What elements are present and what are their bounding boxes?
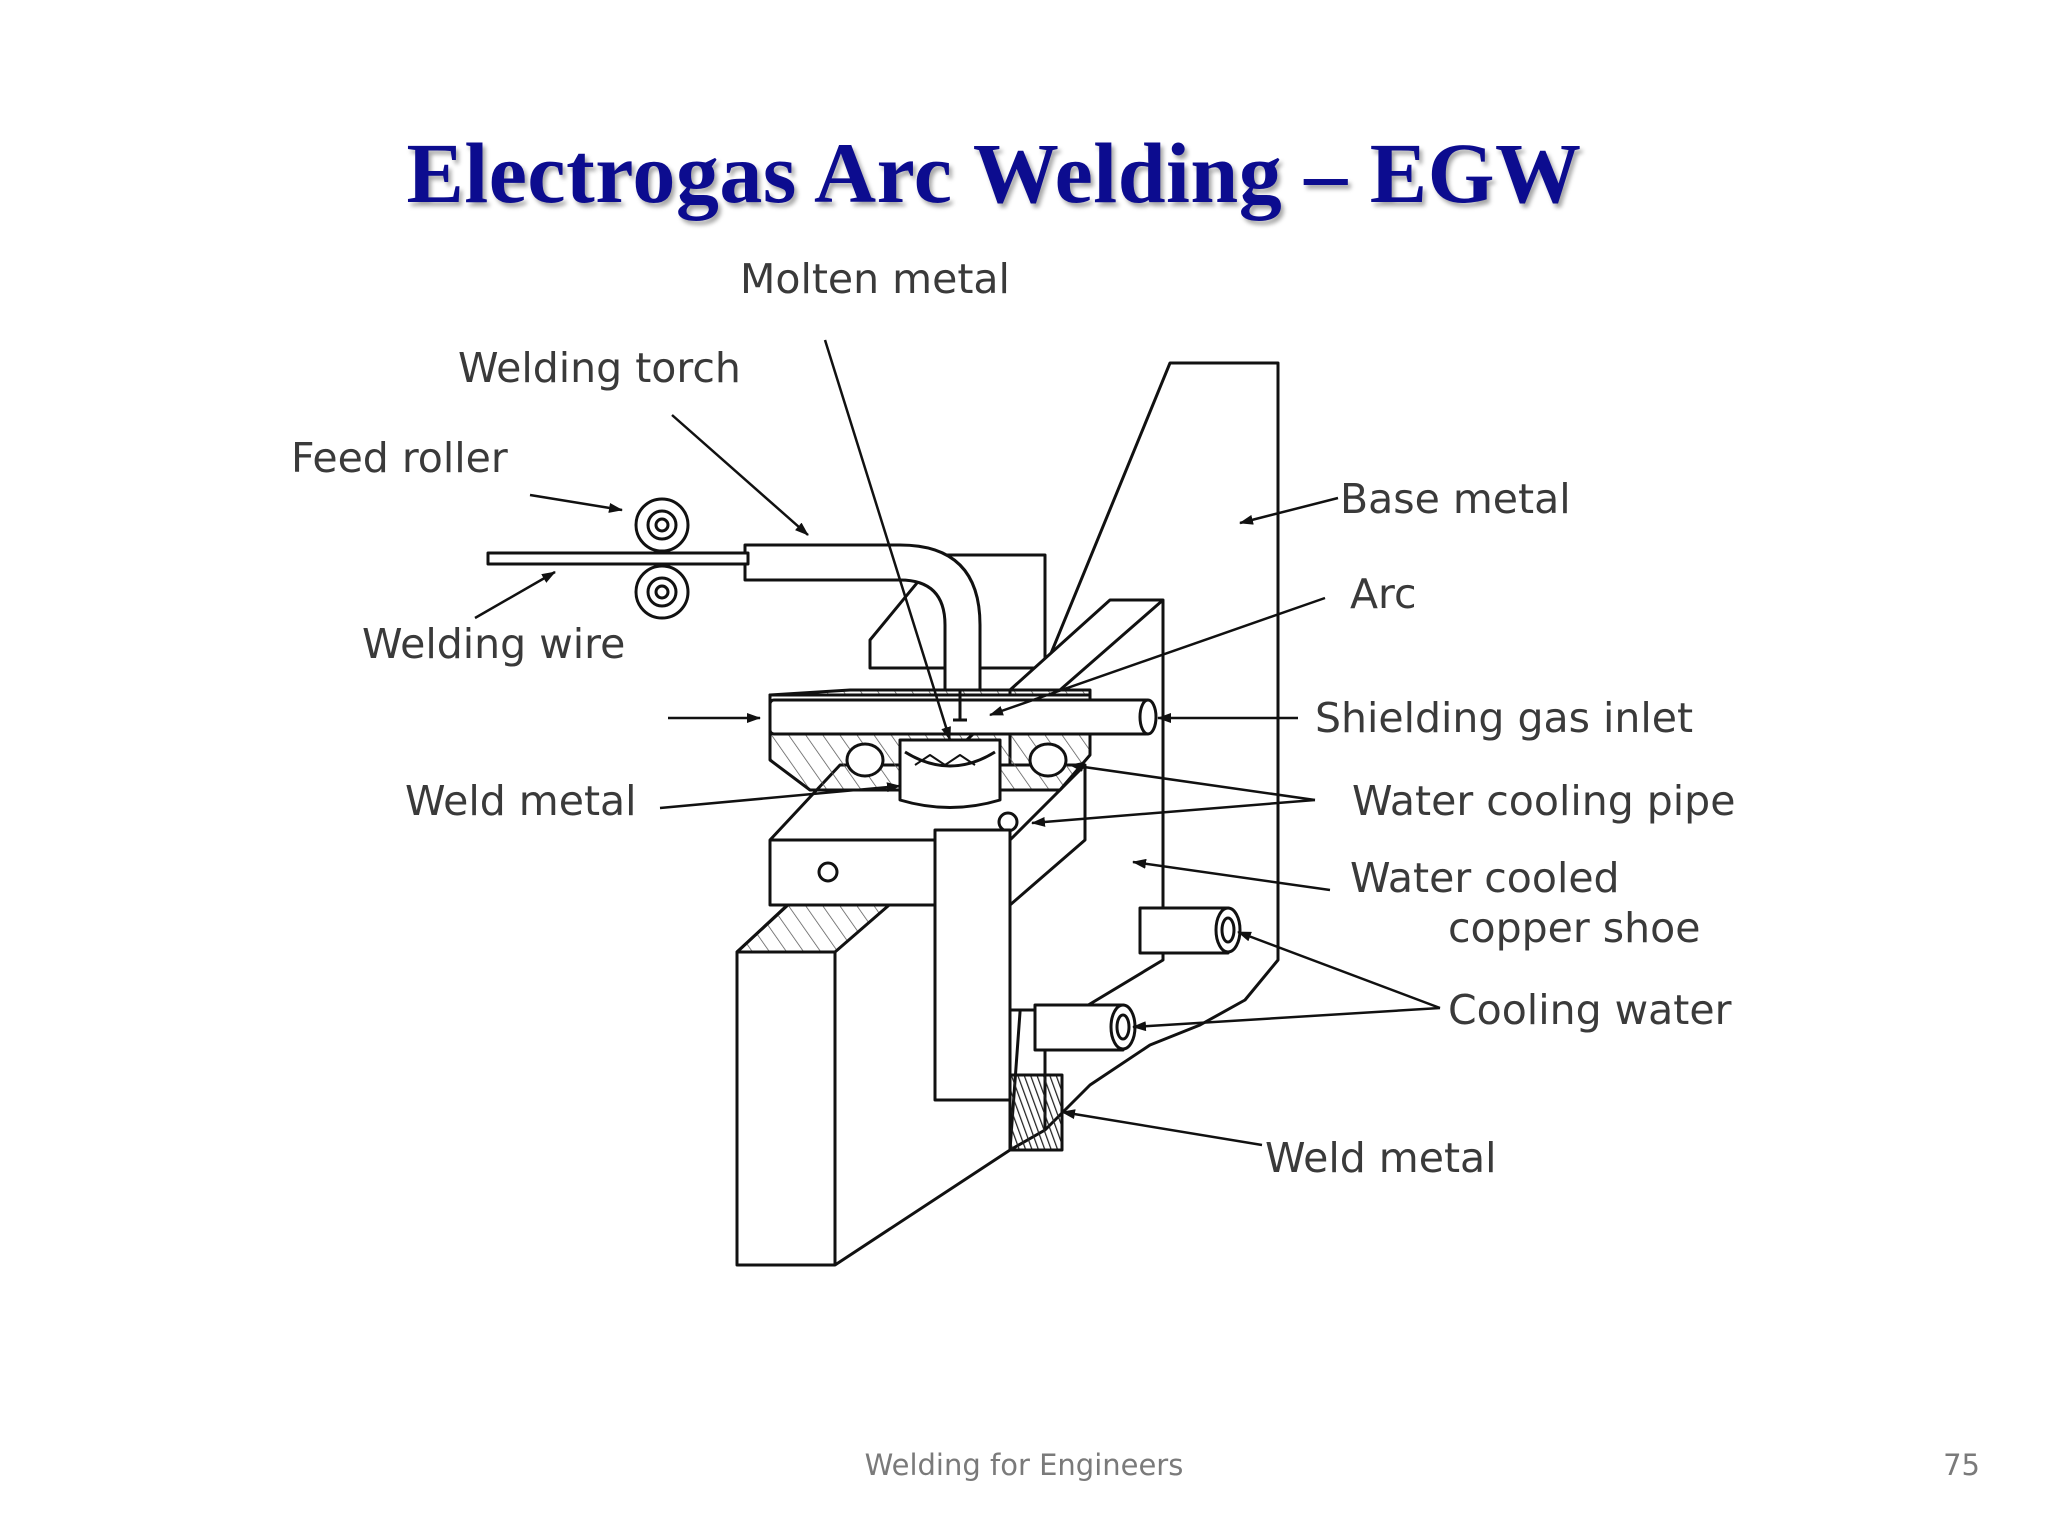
- label-water-cooling-pipe: Water cooling pipe: [1352, 777, 1735, 825]
- footer-title: Welding for Engineers: [864, 1448, 1184, 1482]
- label-molten-metal: Molten metal: [740, 255, 1010, 303]
- label-cooling-water: Cooling water: [1448, 986, 1732, 1034]
- welding-torch: [743, 543, 982, 692]
- label-welding-wire: Welding wire: [362, 620, 625, 668]
- weld-pool: [898, 738, 1002, 809]
- leader-lines: [474, 339, 1441, 1147]
- apparatus-drawing: [486, 361, 1280, 1267]
- label-weld-metal-left: Weld metal: [405, 777, 637, 825]
- slide-title: Electrogas Arc Welding – EGW: [406, 125, 1582, 221]
- page-number: 75: [1943, 1448, 1980, 1482]
- label-water-cooled-line1: Water cooled: [1350, 854, 1620, 902]
- label-weld-metal-bottom: Weld metal: [1265, 1134, 1497, 1182]
- label-feed-roller: Feed roller: [291, 434, 508, 482]
- feed-roller-bottom: [634, 564, 690, 620]
- cooling-water-nozzle-lower: [1033, 1003, 1137, 1052]
- label-welding-torch: Welding torch: [458, 344, 741, 392]
- cooling-water-nozzle-upper: [1138, 906, 1242, 955]
- weld-metal-bottom-area: [1008, 1073, 1064, 1152]
- label-arc: Arc: [1350, 570, 1417, 618]
- feed-roller-top: [634, 497, 690, 553]
- label-base-metal: Base metal: [1340, 475, 1571, 523]
- label-water-cooled-line2: copper shoe: [1448, 904, 1700, 952]
- welding-wire: [486, 551, 750, 566]
- label-shielding-gas-inlet: Shielding gas inlet: [1315, 694, 1693, 742]
